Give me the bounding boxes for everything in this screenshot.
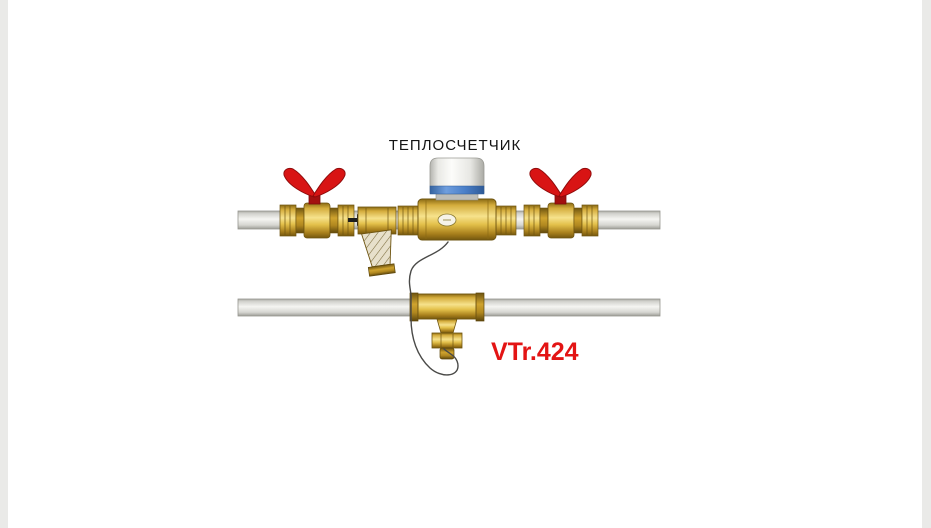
heat-meter	[397, 157, 517, 241]
strainer-plug	[367, 263, 396, 277]
handle-wing-left	[283, 167, 317, 198]
strainer-bowl	[360, 229, 396, 277]
handle-wing-left	[529, 167, 563, 198]
sensor-cable	[408, 241, 459, 376]
valve-left-union-nut	[279, 204, 297, 237]
meter-blue-band	[429, 185, 485, 195]
sensor-tip	[439, 347, 455, 360]
red-wing-handle-left	[283, 167, 346, 205]
left-edge-strip	[0, 0, 8, 528]
meter-cap	[429, 157, 485, 194]
ball-valve-left	[279, 167, 355, 239]
meter-body	[417, 198, 497, 241]
sensor-model-label: VTr.424	[491, 338, 579, 366]
ball-valve-right	[523, 167, 599, 239]
right-edge-strip	[922, 0, 931, 528]
valve-right-body	[547, 202, 575, 239]
sensor-hex-nut	[431, 332, 463, 349]
valve-right-union-nut	[523, 204, 541, 237]
heat-meter-label: ТЕПЛОСЧЕТЧИК	[389, 137, 521, 154]
meter-collar	[435, 193, 479, 201]
valve-left-body	[303, 202, 331, 239]
tee-branch	[436, 318, 458, 334]
y-strainer	[357, 206, 397, 277]
handle-wing-right	[558, 167, 592, 198]
tee-body	[417, 293, 477, 320]
tee-sensor-pocket	[409, 292, 485, 360]
red-wing-handle-right	[529, 167, 592, 205]
handle-wing-right	[312, 167, 346, 198]
